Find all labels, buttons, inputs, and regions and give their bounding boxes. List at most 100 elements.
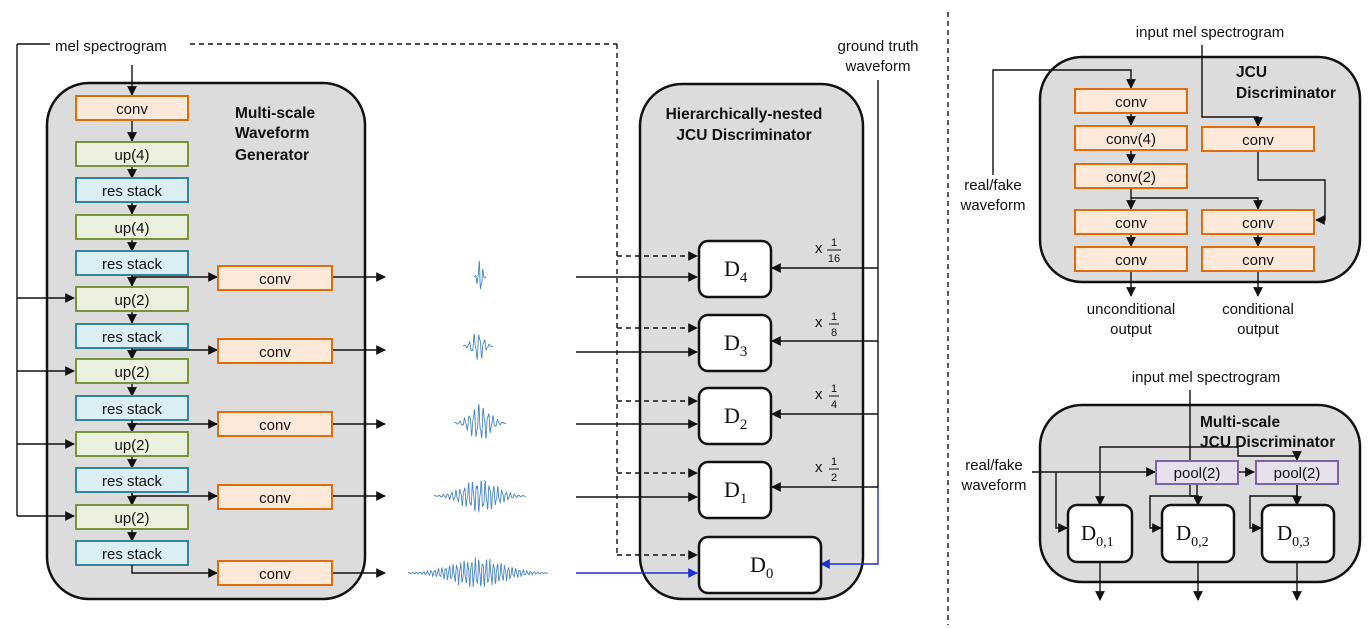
svg-text:output: output xyxy=(1237,321,1280,338)
svg-text:4: 4 xyxy=(831,399,837,411)
output-conv-label: conv xyxy=(259,271,291,288)
svg-text:x: x xyxy=(815,386,823,403)
output-branches xyxy=(131,272,386,578)
mel-spectrogram-label: mel spectrogram xyxy=(55,38,167,55)
svg-text:x: x xyxy=(815,240,823,257)
waveform-images xyxy=(407,260,549,588)
waveform-scale-8 xyxy=(462,333,494,361)
jcu-conv-block xyxy=(1074,88,1188,114)
svg-text:unconditional: unconditional xyxy=(1087,301,1175,318)
res-stack-block xyxy=(75,177,189,203)
scale-factor-1-16: x 1 16 xyxy=(815,237,841,265)
up2-label: up(2) xyxy=(114,510,149,527)
generator-title: Multi-scale Waveform Generator xyxy=(235,105,315,164)
d01-label: D0,1 xyxy=(1081,521,1114,550)
up4-block xyxy=(75,214,189,240)
jcu-conv2-label: conv(2) xyxy=(1106,169,1156,186)
output-conv-block xyxy=(217,411,333,437)
svg-text:1: 1 xyxy=(831,383,837,395)
gen-conv-label: conv xyxy=(116,101,148,118)
d0-box xyxy=(697,535,823,595)
svg-text:Multi-scale: Multi-scale xyxy=(235,105,315,122)
svg-text:conditional: conditional xyxy=(1222,301,1294,318)
d02-label: D0,2 xyxy=(1176,521,1209,550)
mel-dashed-branches xyxy=(617,251,698,560)
conditional-output-label: conditional output xyxy=(1222,301,1294,338)
pool-block xyxy=(1155,460,1239,485)
waveform-scale-4 xyxy=(453,404,507,439)
ms-input-mel-label: input mel spectrogram xyxy=(1132,369,1280,386)
jcu-cond-conv-block xyxy=(1201,209,1315,235)
svg-text:16: 16 xyxy=(828,253,840,265)
d2-label: D2 xyxy=(724,403,747,433)
svg-text:waveform: waveform xyxy=(960,477,1026,494)
output-conv-block xyxy=(217,338,333,364)
ground-truth-label: ground truth waveform xyxy=(838,38,919,75)
jcu-uncond-conv-block xyxy=(1074,209,1188,235)
svg-text:JCU: JCU xyxy=(1236,64,1267,81)
ground-truth-line-to-d0 xyxy=(820,488,879,569)
hierarchical-title: Hierarchically-nested JCU Discriminator xyxy=(666,106,823,144)
up2-label: up(2) xyxy=(114,437,149,454)
res-stack-block xyxy=(75,467,189,493)
jcu-uncond-conv-block-2 xyxy=(1074,246,1188,272)
d4-label: D4 xyxy=(724,256,748,286)
svg-text:1: 1 xyxy=(831,237,837,249)
svg-text:waveform: waveform xyxy=(844,58,910,75)
res-stack-label: res stack xyxy=(102,473,163,490)
output-conv-label: conv xyxy=(259,344,291,361)
svg-text:Multi-scale: Multi-scale xyxy=(1200,414,1280,431)
waveform-full xyxy=(407,557,549,588)
scale-factor-1-2: x 1 2 xyxy=(815,456,839,484)
svg-text:Discriminator: Discriminator xyxy=(1236,85,1336,102)
up2-block xyxy=(75,504,189,530)
svg-text:real/fake: real/fake xyxy=(964,177,1022,194)
svg-text:output: output xyxy=(1110,321,1153,338)
gen-conv-block xyxy=(75,95,189,121)
svg-text:Waveform: Waveform xyxy=(235,125,309,142)
output-conv-label: conv xyxy=(259,490,291,507)
output-conv-block xyxy=(217,484,333,510)
d01-box xyxy=(1066,503,1134,564)
ms-connectors xyxy=(1032,390,1302,601)
jcu-real-fake-label: real/fake waveform xyxy=(959,177,1025,214)
svg-text:1: 1 xyxy=(831,456,837,468)
jcu-conv-label: conv xyxy=(1115,94,1147,111)
svg-text:Generator: Generator xyxy=(235,147,309,164)
waveform-scale-16 xyxy=(473,260,487,290)
d02-box xyxy=(1160,503,1236,564)
jcu-title: JCU Discriminator xyxy=(1236,64,1336,102)
res-stack-label: res stack xyxy=(102,546,163,563)
output-conv-block xyxy=(217,265,333,291)
res-stack-block xyxy=(75,250,189,276)
pool-label: pool(2) xyxy=(1274,465,1321,482)
unconditional-output-label: unconditional output xyxy=(1087,301,1175,338)
d1-label: D1 xyxy=(724,477,747,507)
output-conv-label: conv xyxy=(259,566,291,583)
jcu-connectors xyxy=(992,45,1326,297)
svg-text:waveform: waveform xyxy=(959,197,1025,214)
d3-box xyxy=(697,313,773,373)
svg-text:JCU Discriminator: JCU Discriminator xyxy=(676,127,811,144)
svg-text:x: x xyxy=(815,314,823,331)
up4-block xyxy=(75,141,189,167)
up4-label: up(4) xyxy=(114,220,149,237)
scale-factor-1-4: x 1 4 xyxy=(815,383,839,411)
scale-factor-1-8: x 1 8 xyxy=(815,311,839,339)
svg-text:1: 1 xyxy=(831,311,837,323)
up2-block xyxy=(75,431,189,457)
d1-box xyxy=(697,460,773,520)
svg-text:2: 2 xyxy=(831,472,837,484)
pool-label: pool(2) xyxy=(1174,465,1221,482)
jcu-cond-conv-block-2 xyxy=(1201,246,1315,272)
output-conv-block xyxy=(217,560,333,586)
d4-box xyxy=(697,239,773,299)
up2-block xyxy=(75,358,189,384)
jcu-mel-conv-block xyxy=(1201,126,1315,152)
res-stack-block xyxy=(75,540,189,566)
svg-text:ground truth: ground truth xyxy=(838,38,919,55)
jcu-uncond-conv-label-2: conv xyxy=(1115,252,1147,269)
up2-block xyxy=(75,286,189,312)
svg-text:8: 8 xyxy=(831,327,837,339)
